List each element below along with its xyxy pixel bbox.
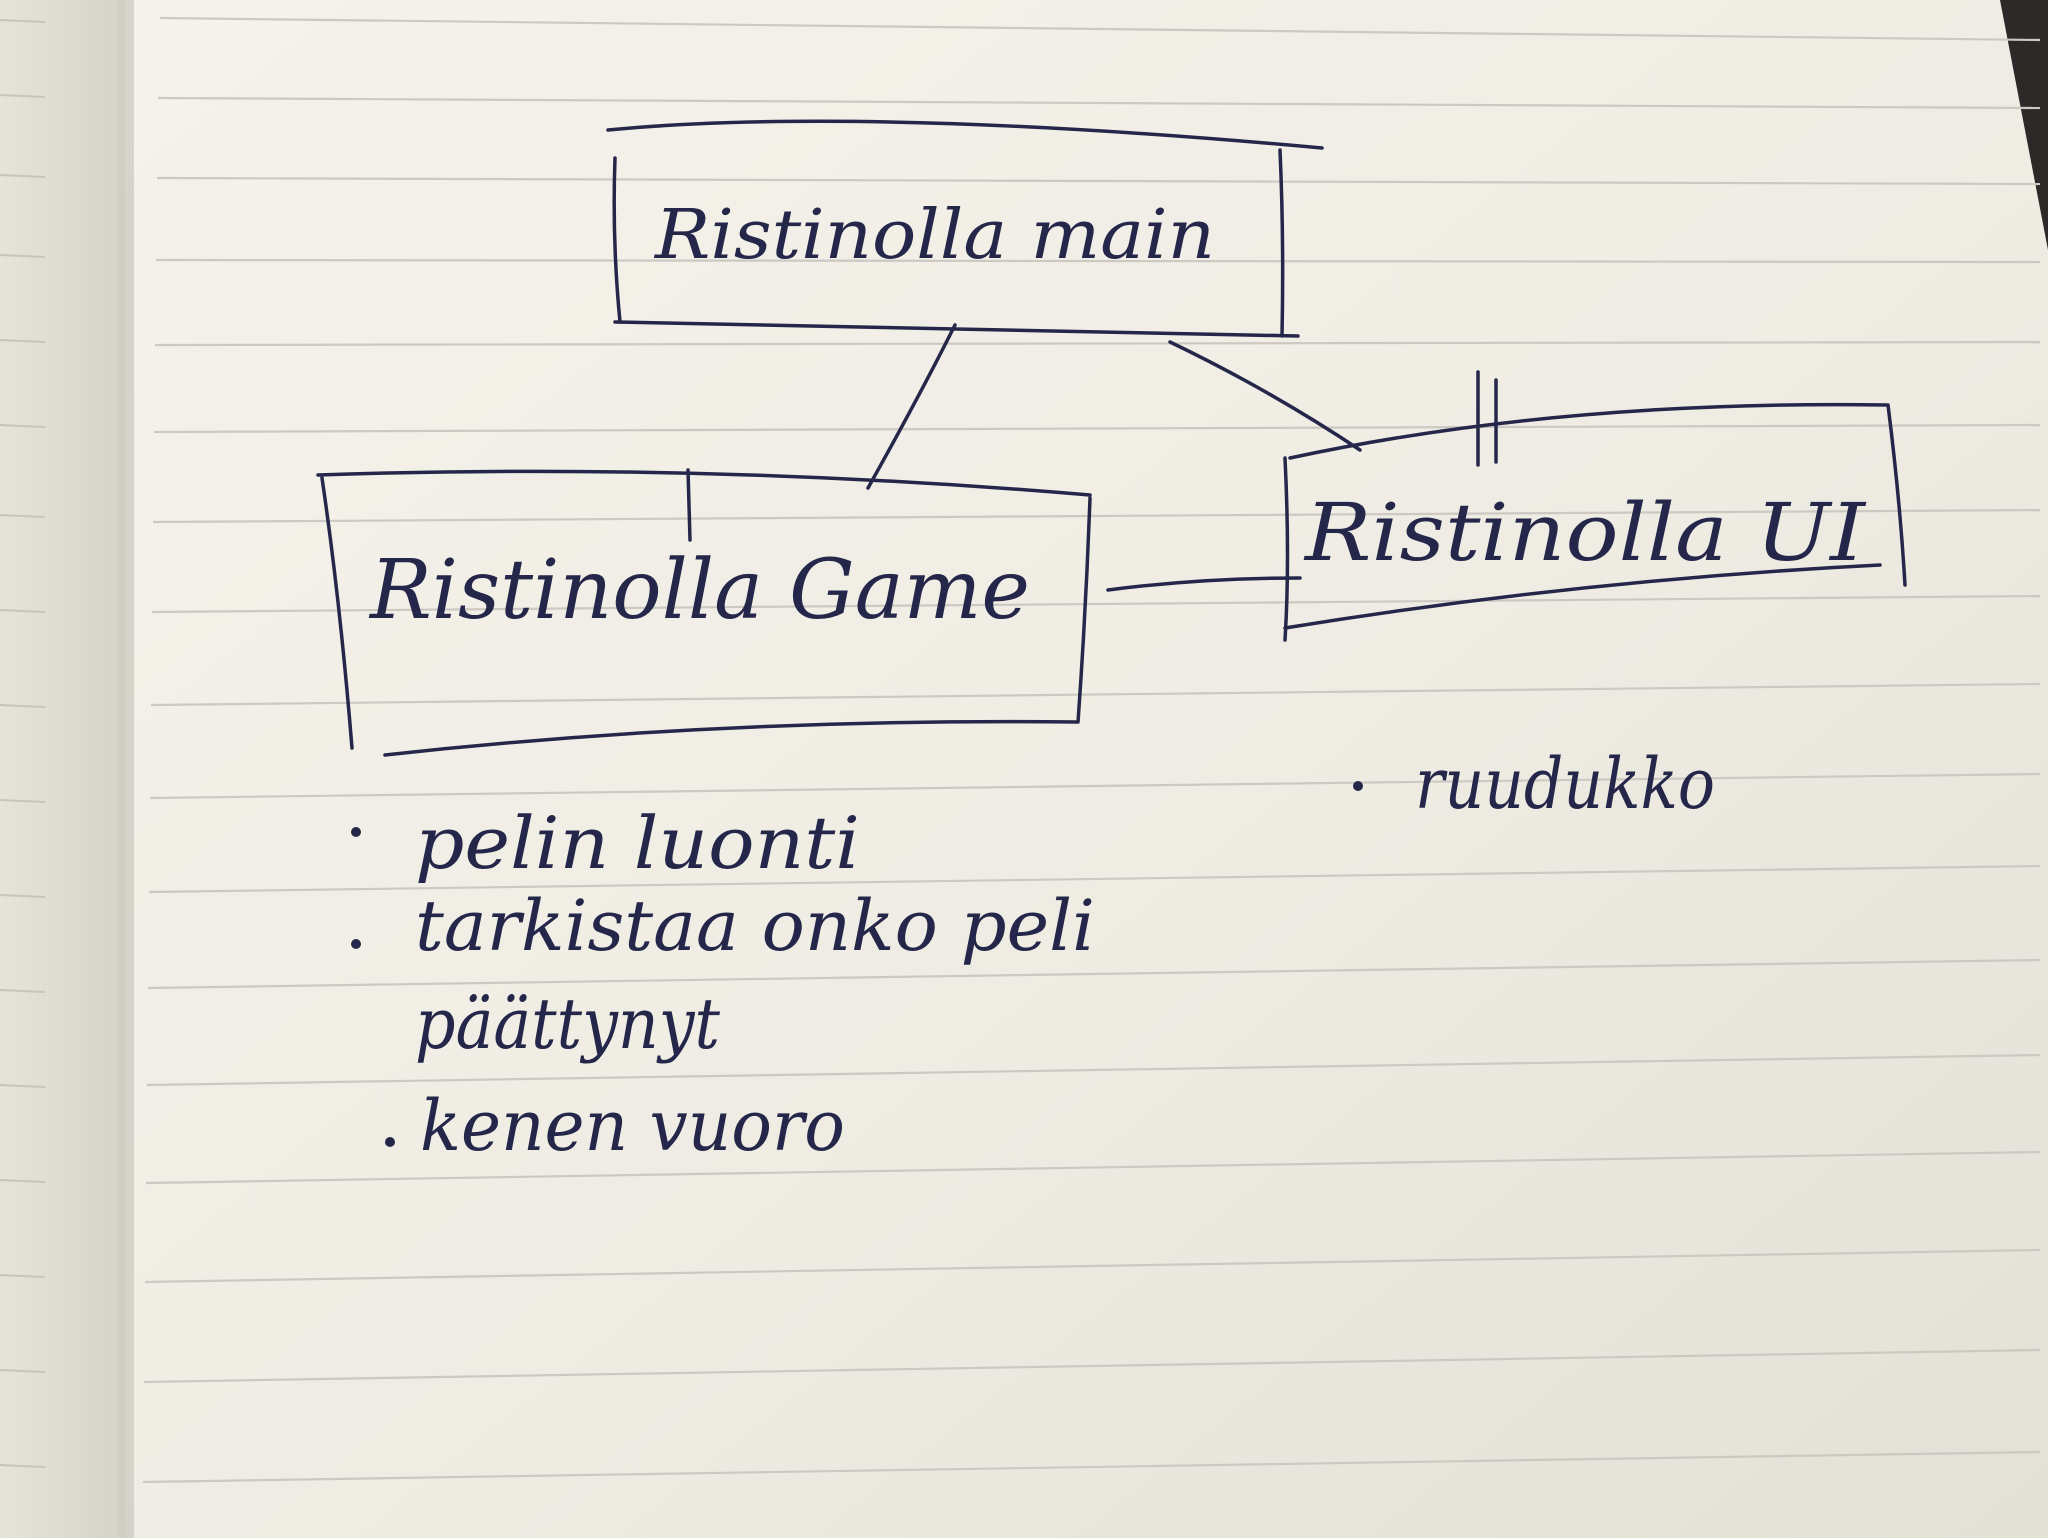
node-game: Ristinolla Game [316, 468, 1092, 757]
node-main-box [606, 119, 1324, 338]
ui-note-1: ruudukko [1415, 743, 1715, 825]
node-ui-label: Ristinolla UI [1303, 486, 1867, 579]
ui-notes: ruudukko [1353, 743, 1715, 825]
node-main: Ristinolla main [606, 119, 1324, 338]
game-notes: pelin luonti tarkistaa onko peli päättyn… [351, 801, 1095, 1167]
node-game-box [316, 468, 1092, 757]
node-game-label: Ristinolla Game [368, 543, 1030, 638]
left-page-rules [0, 19, 46, 1468]
bullet-2 [351, 939, 361, 949]
node-ui-box [1283, 370, 1907, 642]
node-ui: Ristinolla UI [1283, 370, 1907, 642]
edge-main-game [866, 323, 957, 490]
edge-main-ui [1168, 340, 1362, 452]
bullet-3 [385, 1137, 395, 1147]
bullet-ui-1 [1353, 781, 1363, 791]
game-note-4: kenen vuoro [420, 1085, 845, 1167]
notebook-page [125, 0, 2048, 1538]
diagram-edges [866, 323, 1362, 592]
edge-game-ui [1106, 576, 1302, 592]
game-note-3: päättynyt [415, 983, 721, 1065]
game-note-2: tarkistaa onko peli [415, 885, 1095, 967]
bullet-1 [351, 827, 361, 837]
game-note-1: pelin luonti [415, 801, 860, 885]
left-page [0, 0, 125, 1538]
node-main-label: Ristinolla main [653, 196, 1215, 275]
gutter-shadow [118, 0, 134, 1538]
ruled-lines [142, 16, 2041, 1484]
